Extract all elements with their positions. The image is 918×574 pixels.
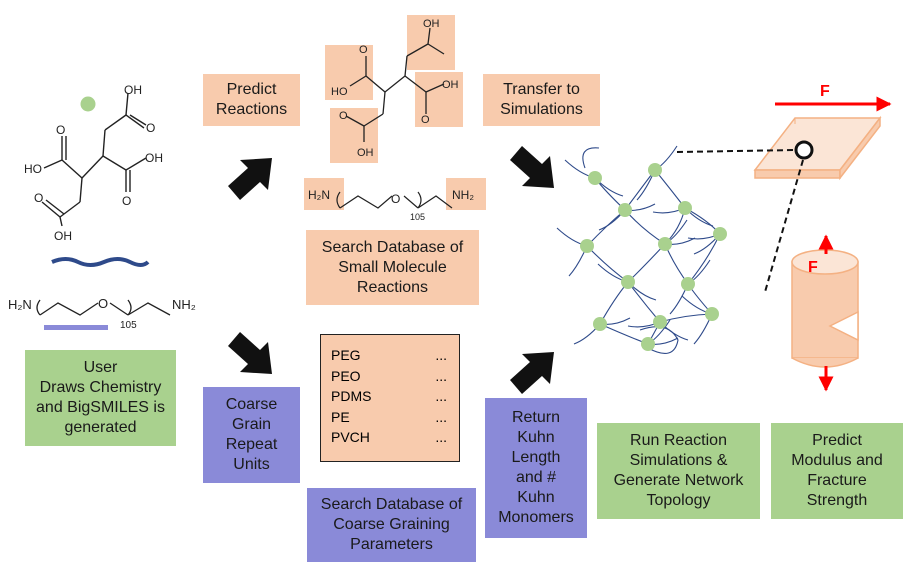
label-oh-bottom: OH [54, 229, 72, 243]
polymer-more: ... [435, 367, 447, 384]
polymer-list: PEG...PEO...PDMS...PE...PVCH... [320, 334, 460, 462]
label-o-peg-left: O [98, 296, 108, 311]
polymer-chain [582, 147, 600, 169]
force-label-top: F [820, 83, 830, 100]
label-repeat-left: 105 [120, 320, 137, 331]
polymer-name: PEO [331, 367, 361, 384]
polymer-list-item: PEG... [331, 345, 447, 366]
polymer-list-item: PDMS... [331, 386, 447, 407]
arrow-transfer-icon [510, 146, 554, 188]
polymer-chain [639, 326, 679, 354]
citric-acid-structure [41, 92, 147, 227]
predict-reactions-box: Predict Reactions [203, 74, 300, 126]
polymer-chain [624, 209, 666, 245]
frag-o-2: O [421, 114, 430, 126]
tensile-specimen: F [791, 234, 859, 392]
label-nh2-left: NH₂ [172, 297, 196, 312]
crosslink-node [648, 163, 662, 177]
label-o-peg-center: O [391, 192, 400, 206]
polymer-name: PDMS [331, 388, 372, 404]
crosslink-node [678, 201, 692, 215]
frag-ho-1: HO [331, 86, 348, 98]
label-o-left: O [56, 123, 65, 137]
predict-modulus-box: Predict Modulus and Fracture Strength [771, 423, 903, 519]
force-label-side: F [808, 259, 818, 276]
crosslink-node [580, 239, 594, 253]
run-reaction-box: Run Reaction Simulations & Generate Netw… [597, 423, 760, 519]
crosslink-node [621, 275, 635, 289]
polymer-chain [586, 245, 629, 283]
search-coarse-graining-box: Search Database of Coarse Graining Param… [307, 488, 476, 562]
user-draws-box: User Draws Chemistry and BigSMILES is ge… [25, 350, 176, 446]
crosslink-node [653, 315, 667, 329]
transfer-simulations-box: Transfer to Simulations [483, 74, 600, 126]
polymer-chain [624, 169, 656, 211]
label-oh-top: OH [124, 83, 142, 97]
polymer-name: PVCH [331, 429, 370, 445]
polymer-chain [687, 233, 721, 285]
polymer-list-item: PEO... [331, 366, 447, 387]
black-arrows [228, 146, 554, 394]
label-repeat-center: 105 [410, 212, 425, 222]
green-bead-icon [80, 96, 96, 112]
return-kuhn-box: Return Kuhn Length and # Kuhn Monomers [485, 398, 587, 538]
frag-o-3: O [339, 110, 348, 122]
polymer-chain [627, 243, 666, 283]
polymer-name: PE [331, 408, 350, 425]
crosslink-node [705, 307, 719, 321]
search-small-molecule-box: Search Database of Small Molecule Reacti… [306, 230, 479, 305]
polymer-list-item: PE... [331, 407, 447, 428]
polymer-name: PEG [331, 347, 361, 363]
arrow-return-icon [510, 352, 554, 394]
label-h2n-center: H₂N [308, 188, 330, 202]
zoom-circle-icon [794, 140, 814, 160]
polymer-more: ... [435, 408, 447, 425]
crosslink-node [713, 227, 727, 241]
arrow-coarse-icon [228, 332, 272, 374]
frag-oh-1: OH [423, 18, 440, 30]
frag-oh-2: OH [442, 79, 459, 91]
crosslink-node [618, 203, 632, 217]
crosslink-node [641, 337, 655, 351]
polymer-list-item: PVCH... [331, 427, 447, 448]
polymer-more: ... [435, 388, 447, 404]
label-nh2-center: NH₂ [452, 188, 474, 202]
coarse-grain-box: Coarse Grain Repeat Units [203, 387, 300, 483]
fragment-group: OH O HO OH O O OH [325, 15, 463, 163]
arrow-predict-icon [228, 158, 272, 200]
frag-oh-3: OH [357, 147, 374, 159]
polymer-more: ... [435, 429, 447, 445]
polymer-network [556, 145, 727, 354]
crosslink-node [658, 237, 672, 251]
crosslink-node [593, 317, 607, 331]
coarse-chain-icon [51, 257, 150, 267]
polymer-chain [627, 281, 661, 323]
shear-specimen: F [676, 83, 892, 293]
polymer-chain [599, 281, 629, 325]
label-ho-left: HO [24, 162, 42, 176]
label-o-bottom: O [34, 191, 43, 205]
polymer-more: ... [435, 347, 447, 363]
crosslink-node [681, 277, 695, 291]
label-oh-right: OH [145, 151, 163, 165]
crosslink-node [588, 171, 602, 185]
peg-diamine-center: H₂N O 105 NH₂ [304, 178, 486, 222]
label-o-right: O [122, 194, 131, 208]
frag-o-1: O [359, 44, 368, 56]
polymer-chain [654, 169, 686, 209]
label-h2n-left: H₂N [8, 297, 32, 312]
purple-repeat-bar [44, 325, 108, 330]
label-o-top: O [146, 121, 155, 135]
polymer-chain [659, 313, 713, 323]
peg-diamine-left: H₂N O 105 NH₂ [8, 296, 196, 331]
